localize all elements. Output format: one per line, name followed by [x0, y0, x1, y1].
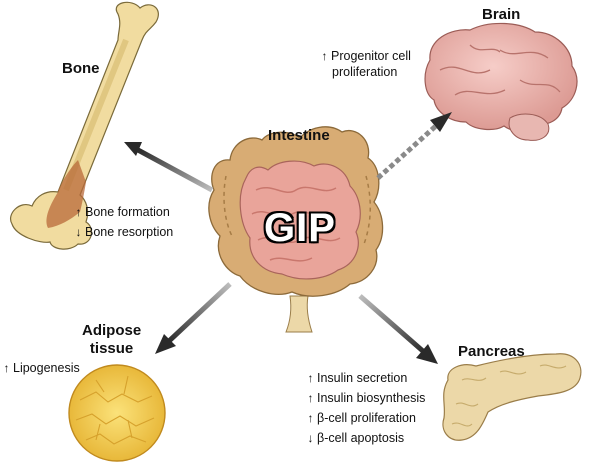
- pancreas-illustration: [442, 353, 582, 441]
- up-arrow-icon: ↑: [307, 371, 314, 385]
- arrow-to-pancreas: [358, 294, 438, 364]
- adipose-effects: ↑Lipogenesis: [2, 358, 80, 378]
- brain-effects: ↑Progenitor cell proliferation: [320, 48, 411, 80]
- up-arrow-icon: ↑: [321, 49, 328, 63]
- pancreas-title: Pancreas: [458, 343, 525, 360]
- down-arrow-icon: ↓: [75, 225, 82, 239]
- pancreas-effect-1: ↑Insulin secretion: [306, 368, 425, 388]
- pancreas-effect-3: ↑β-cell proliferation: [306, 408, 425, 428]
- adipose-effect-1: ↑Lipogenesis: [2, 358, 80, 378]
- brain-illustration: [424, 22, 578, 141]
- bone-illustration: [10, 1, 159, 250]
- bone-effects: ↑Bone formation ↓Bone resorption: [74, 202, 174, 242]
- gip-label: GIP: [264, 206, 336, 250]
- arrow-to-adipose: [155, 282, 232, 354]
- pancreas-effect-2: ↑Insulin biosynthesis: [306, 388, 426, 408]
- up-arrow-icon: ↑: [307, 391, 314, 405]
- adipose-title: Adipose tissue: [82, 322, 142, 357]
- arrow-to-bone: [124, 142, 214, 193]
- adipose-illustration: [68, 364, 166, 462]
- brain-title: Brain: [482, 6, 521, 23]
- up-arrow-icon: ↑: [3, 361, 10, 375]
- pancreas-effects: ↑Insulin secretion ↑Insulin biosynthesis…: [306, 368, 426, 448]
- brain-effect-1: ↑Progenitor cell: [321, 49, 411, 63]
- intestine-illustration: [208, 126, 384, 333]
- bone-effect-1: ↑Bone formation: [74, 202, 173, 222]
- down-arrow-icon: ↓: [307, 431, 314, 445]
- arrow-to-brain-dashed: [376, 112, 452, 180]
- bone-effect-2: ↓Bone resorption: [74, 222, 174, 242]
- up-arrow-icon: ↑: [307, 411, 314, 425]
- pancreas-effect-4: ↓β-cell apoptosis: [306, 428, 425, 448]
- bone-title: Bone: [62, 60, 100, 77]
- up-arrow-icon: ↑: [75, 205, 82, 219]
- intestine-title: Intestine: [268, 127, 330, 144]
- brain-effect-1-cont: proliferation: [332, 65, 398, 79]
